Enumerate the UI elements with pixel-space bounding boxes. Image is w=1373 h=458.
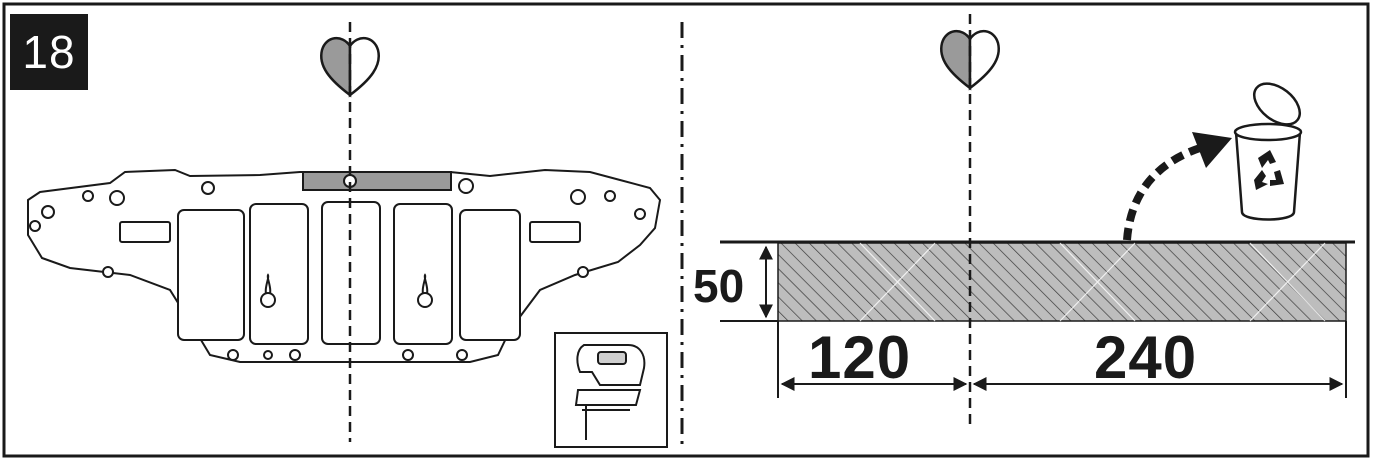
- step-number-badge: 18: [10, 14, 88, 90]
- curved-arrow-icon: [1123, 132, 1232, 241]
- recycle-bin-icon: [1233, 82, 1303, 221]
- height-dimension-label: 50: [693, 260, 745, 312]
- strip-highlights: [859, 242, 1326, 322]
- jigsaw-icon: [554, 332, 668, 448]
- heart-half-icon: [319, 37, 381, 98]
- height-dimension: [720, 245, 778, 322]
- left-width-dimension-label: 120: [808, 324, 912, 391]
- right-width-dimension-label: 240: [1094, 324, 1198, 391]
- heart-half-icon: [939, 30, 1001, 91]
- underbody-shield-part: [27, 168, 662, 363]
- width-dimension: [777, 321, 1347, 398]
